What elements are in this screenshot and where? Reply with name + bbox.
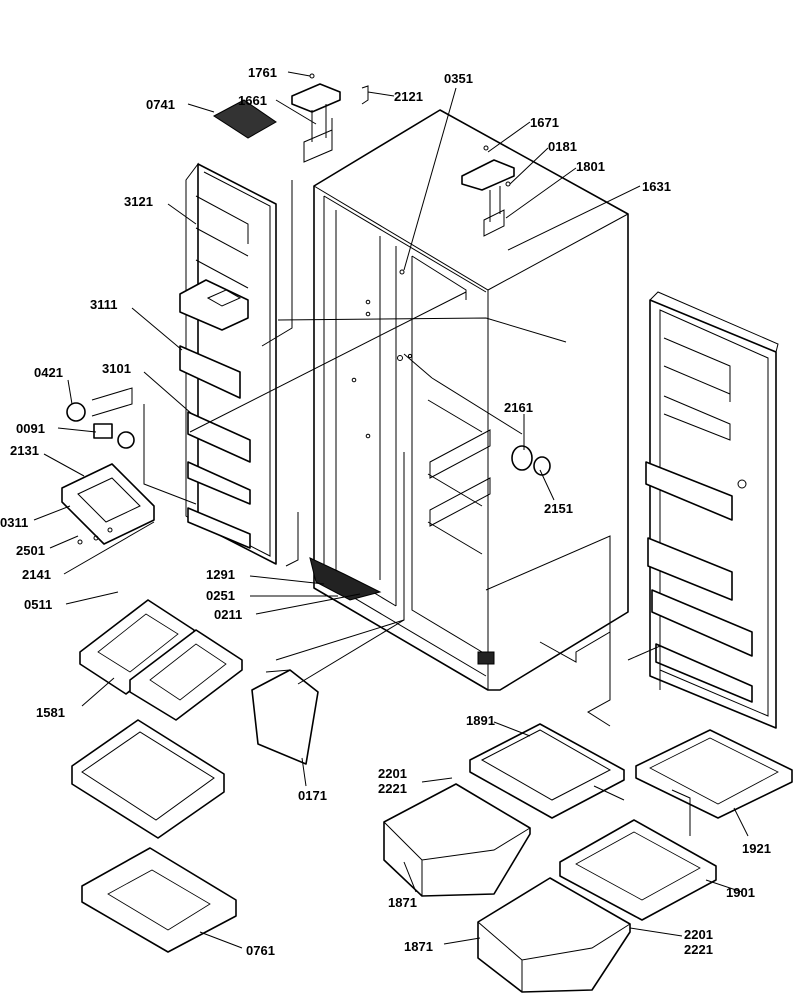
freezer-shelves <box>71 599 243 953</box>
label-1581: 1581 <box>36 705 65 720</box>
label-0351: 0351 <box>444 71 473 86</box>
part-number-labels: 1761 2121 0351 0741 1661 1671 0181 1801 … <box>0 65 771 958</box>
label-2141: 2141 <box>22 567 51 582</box>
label-2221-upper: 2221 <box>378 781 407 796</box>
label-0171: 0171 <box>298 788 327 803</box>
label-1631: 1631 <box>642 179 671 194</box>
label-2131: 2131 <box>10 443 39 458</box>
freezer-door <box>179 162 299 567</box>
label-1901: 1901 <box>726 885 755 900</box>
label-1871-lower: 1871 <box>404 939 433 954</box>
label-0251: 0251 <box>206 588 235 603</box>
label-0421: 0421 <box>34 365 63 380</box>
label-1661: 1661 <box>238 93 267 108</box>
label-2161: 2161 <box>504 400 533 415</box>
label-0511: 0511 <box>24 597 52 612</box>
label-3101: 3101 <box>102 361 131 376</box>
label-1891: 1891 <box>466 713 495 728</box>
fresh-food-door <box>627 291 779 729</box>
control-housing <box>251 669 319 765</box>
label-0311: 0311 <box>0 515 28 530</box>
label-2121: 2121 <box>394 89 423 104</box>
label-0741: 0741 <box>146 97 175 112</box>
label-2201-upper: 2201 <box>378 766 407 781</box>
hinge-assemblies <box>213 73 515 237</box>
damper-control <box>511 445 551 476</box>
label-1871-upper: 1871 <box>388 895 417 910</box>
label-1921: 1921 <box>742 841 771 856</box>
label-0181: 0181 <box>548 139 577 154</box>
assembly-guide-lines <box>189 291 691 836</box>
label-0761: 0761 <box>246 943 275 958</box>
label-2151: 2151 <box>544 501 573 516</box>
label-1671: 1671 <box>530 115 559 130</box>
fresh-food-shelves <box>383 723 793 993</box>
leader-lines <box>33 71 749 949</box>
label-2221-lower: 2221 <box>684 942 713 957</box>
light-shield <box>61 463 155 545</box>
label-1801: 1801 <box>576 159 605 174</box>
label-1761: 1761 <box>248 65 277 80</box>
lamp-assembly <box>66 387 197 505</box>
refrigerator-cabinet <box>309 109 629 691</box>
label-1291: 1291 <box>206 567 235 582</box>
label-2201-lower: 2201 <box>684 927 713 942</box>
label-2501: 2501 <box>16 543 45 558</box>
label-3111: 3111 <box>90 297 118 312</box>
label-0211: 0211 <box>214 607 242 622</box>
label-0091: 0091 <box>16 421 45 436</box>
label-3121: 3121 <box>124 194 153 209</box>
